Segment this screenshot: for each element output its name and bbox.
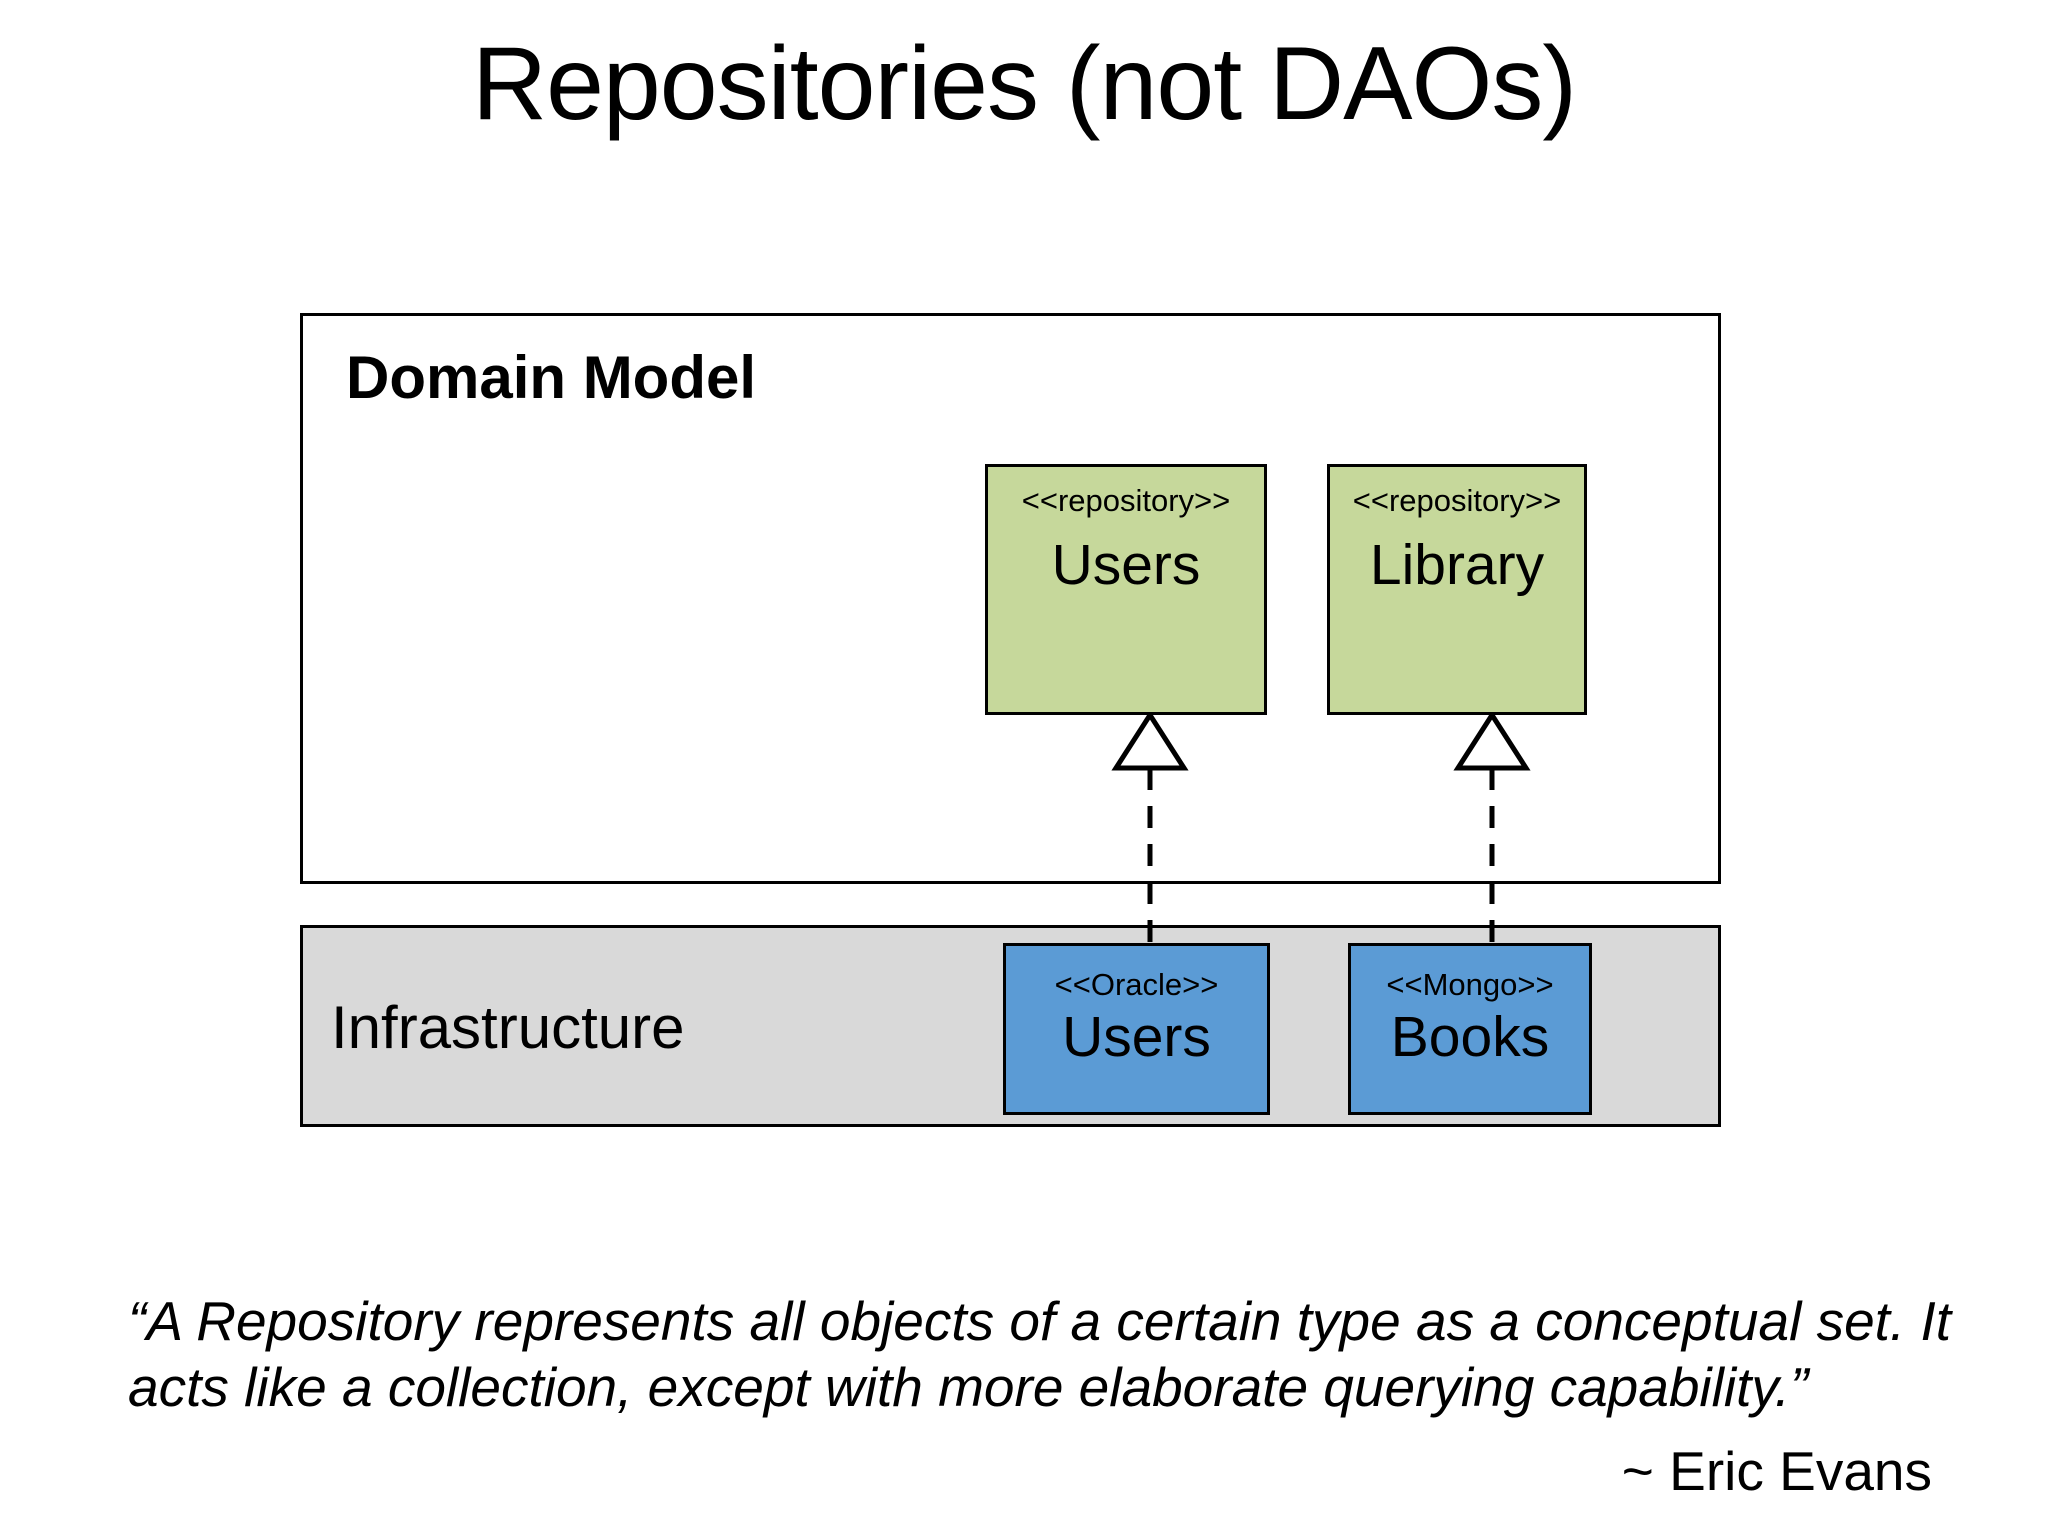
- uml-class-mongo-books[interactable]: <<Mongo>> Books: [1348, 943, 1592, 1115]
- stereotype-label: <<Oracle>>: [1054, 967, 1219, 1002]
- hollow-triangle-icon: [1111, 710, 1189, 771]
- class-name-label: Library: [1369, 533, 1545, 597]
- stereotype-label: <<repository>>: [1352, 483, 1562, 518]
- quote-block: “A Repository represents all objects of …: [128, 1288, 1988, 1504]
- realization-connector-library: [1453, 710, 1531, 962]
- class-name-label: Users: [1051, 533, 1201, 597]
- stereotype-label: <<Mongo>>: [1386, 967, 1554, 1002]
- uml-class-repository-library[interactable]: <<repository>> Library: [1327, 464, 1587, 715]
- class-name-label: Books: [1390, 1005, 1550, 1069]
- uml-class-oracle-users[interactable]: <<Oracle>> Users: [1003, 943, 1270, 1115]
- quote-attribution: ~ Eric Evans: [1621, 1440, 1932, 1502]
- quote-text: “A Repository represents all objects of …: [128, 1290, 1952, 1418]
- stereotype-label: <<repository>>: [1021, 483, 1231, 518]
- infrastructure-label: Infrastructure: [331, 994, 685, 1061]
- hollow-triangle-icon: [1453, 710, 1531, 771]
- uml-class-repository-users[interactable]: <<repository>> Users: [985, 464, 1267, 715]
- realization-connector-users: [1111, 710, 1189, 962]
- class-name-label: Users: [1062, 1005, 1211, 1069]
- domain-model-label: Domain Model: [346, 344, 757, 411]
- page-title: Repositories (not DAOs): [471, 26, 1577, 142]
